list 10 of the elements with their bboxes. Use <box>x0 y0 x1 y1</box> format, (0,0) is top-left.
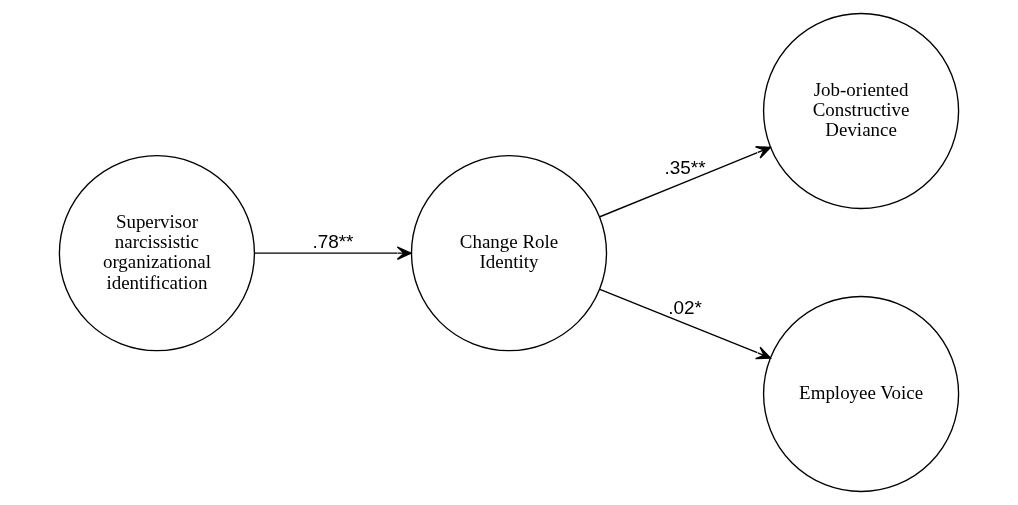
arrow <box>254 246 412 260</box>
node-circle: Supervisor narcissistic organizational identification <box>58 155 256 352</box>
arrow <box>599 146 772 218</box>
node-circle: Employee Voice <box>762 295 960 493</box>
edge-label: .78** <box>312 231 354 253</box>
arrow <box>599 288 772 360</box>
node-circle: Job-oriented Constructive Deviance <box>762 12 960 210</box>
edge-label: .02* <box>668 297 702 319</box>
node-circle: Change Role Identity <box>410 155 608 352</box>
edge-label: .35** <box>664 156 706 178</box>
